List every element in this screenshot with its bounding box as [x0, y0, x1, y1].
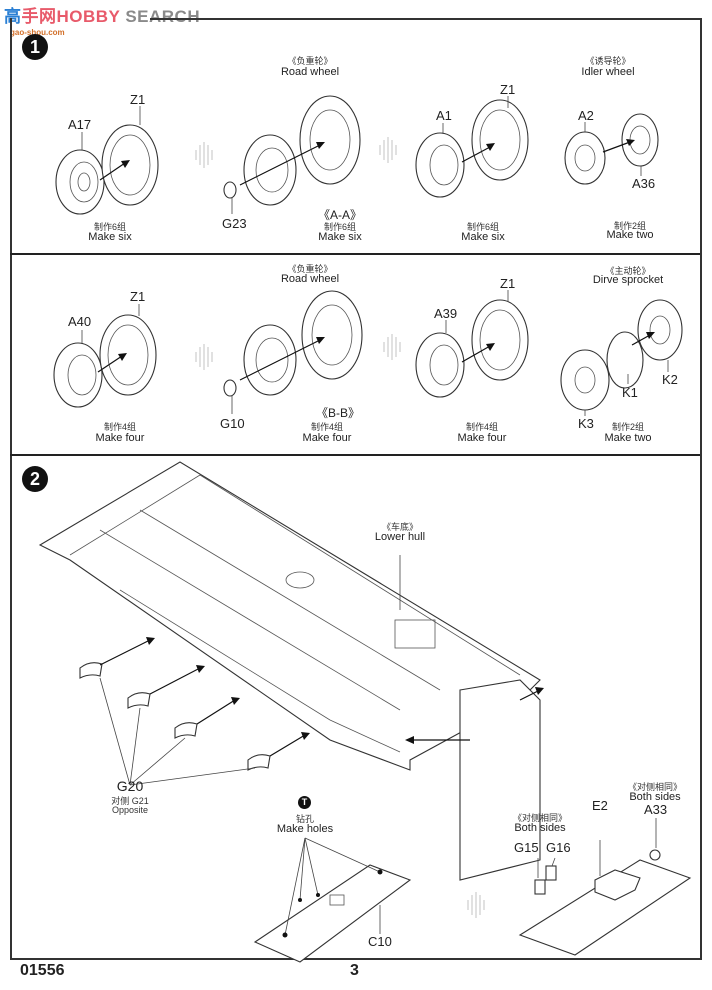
step-2-badge: 2	[22, 466, 48, 492]
caption-en: Make six	[88, 231, 132, 243]
caption-cn: 制作6组	[323, 222, 356, 232]
wheel-assembly-a40	[53, 304, 157, 408]
caption-cn: 制作6组	[466, 222, 499, 232]
part-label-z1: Z1	[130, 289, 146, 304]
part-label-z1: Z1	[130, 92, 146, 107]
caption-en: Make four	[302, 432, 352, 444]
part-label-k1: K1	[622, 385, 638, 400]
drive-sprocket-title-en: Dirve sprocket	[592, 274, 664, 286]
both-sides-cn: 《对侧相同》	[512, 813, 567, 823]
caption-en: Make two	[604, 432, 652, 444]
part-label-a2: A2	[578, 108, 594, 123]
caption-cn: 制作4组	[103, 422, 136, 432]
make-holes-en: Make holes	[276, 823, 334, 835]
part-label-a39: A39	[434, 306, 458, 321]
caption-cn: 制作4组	[310, 422, 343, 432]
part-label-g16: G16	[546, 840, 571, 855]
lower-hull-title-en: Lower hull	[374, 531, 426, 543]
watermark-subtitle: gao-shou.com	[10, 28, 65, 37]
caption-cn: 制作2组	[613, 221, 646, 231]
both-sides-en: Both sides	[629, 791, 681, 803]
step-divider	[10, 454, 700, 456]
part-label-z1: Z1	[500, 276, 516, 291]
caption-en: Make four	[95, 432, 145, 444]
page-frame-top	[150, 18, 700, 20]
make-holes-cn: 钻孔	[295, 814, 314, 824]
caption-cn: 制作4组	[465, 422, 498, 432]
wheel-assembly-a17	[55, 106, 159, 215]
hatch-arrow-2	[379, 137, 397, 163]
part-label-g23: G23	[222, 216, 247, 231]
opposite-label: Opposite	[111, 805, 149, 815]
row-divider	[10, 253, 700, 255]
floor-plate-with-parts	[518, 818, 692, 956]
part-label-a36: A36	[632, 176, 656, 191]
wheel-assembly-road-a-a	[223, 95, 361, 214]
drive-sprocket-title-cn: 《主动轮》	[605, 266, 651, 276]
wheel-assembly-a1	[415, 96, 529, 198]
product-code: 01556	[20, 962, 65, 979]
wheel-assembly-a39	[415, 290, 529, 398]
caption-en: Make two	[606, 229, 654, 241]
opposite-part-g21: 对侧 G21	[111, 796, 149, 806]
part-label-g10: G10	[220, 416, 245, 431]
road-wheel-title-cn-1: 《负重轮》	[287, 56, 333, 66]
part-label-c10: C10	[368, 934, 392, 949]
idler-wheel-title-en: Idler wheel	[581, 66, 635, 78]
hatch-arrow-4	[383, 334, 401, 360]
idler-wheel-title-cn: 《诱导轮》	[585, 56, 631, 66]
watermark-hobby: HOBBY	[56, 7, 121, 26]
hatch-arrow-5	[467, 892, 485, 918]
hatch-arrow-3	[195, 344, 213, 370]
step-1-badge: 1	[22, 34, 48, 60]
drill-tool-icon: T	[298, 796, 311, 809]
part-label-a1: A1	[436, 108, 452, 123]
lower-hull-title-cn: 《车底》	[381, 522, 418, 532]
caption-en: Make four	[457, 432, 507, 444]
part-label-a17: A17	[68, 117, 92, 132]
caption-en: Make six	[461, 231, 505, 243]
hatch-arrow-1	[195, 142, 213, 168]
part-label-a33: A33	[644, 802, 668, 817]
part-label-z1: Z1	[500, 82, 516, 97]
caption-en: Make six	[318, 231, 362, 243]
wheel-assembly-road-b-b	[223, 290, 363, 414]
floor-plate-c10	[253, 837, 412, 963]
page-number: 3	[350, 962, 359, 979]
watermark-char-1: 高	[4, 7, 22, 26]
drive-sprocket-assembly	[560, 299, 683, 416]
idler-wheel-assembly	[564, 113, 659, 185]
part-label-k3: K3	[578, 416, 594, 431]
watermark-search: SEARCH	[120, 7, 201, 26]
both-sides-en: Both sides	[514, 822, 566, 834]
watermark-char-2: 手网	[21, 7, 57, 26]
track-brackets-g20	[79, 637, 310, 786]
part-label-g20: G20	[116, 778, 144, 794]
watermark-logo: 高手网HOBBY SEARCH	[4, 2, 200, 27]
caption-cn: 制作6组	[93, 222, 126, 232]
page-frame	[10, 18, 702, 960]
road-wheel-title-cn-2: 《负重轮》	[287, 264, 333, 274]
part-label-k2: K2	[662, 372, 678, 387]
section-label-b-b: 《B-B》	[315, 406, 360, 420]
caption-cn: 制作2组	[611, 422, 644, 432]
both-sides-cn: 《对侧相同》	[627, 782, 682, 792]
part-label-e2: E2	[592, 798, 608, 813]
part-label-g15: G15	[514, 840, 539, 855]
road-wheel-title-en-2: Road wheel	[280, 273, 340, 285]
part-label-a40: A40	[68, 314, 92, 329]
road-wheel-title-en-1: Road wheel	[280, 66, 340, 78]
section-label-a-a: 《A-A》	[317, 208, 362, 222]
lower-hull-drawing	[38, 461, 544, 881]
